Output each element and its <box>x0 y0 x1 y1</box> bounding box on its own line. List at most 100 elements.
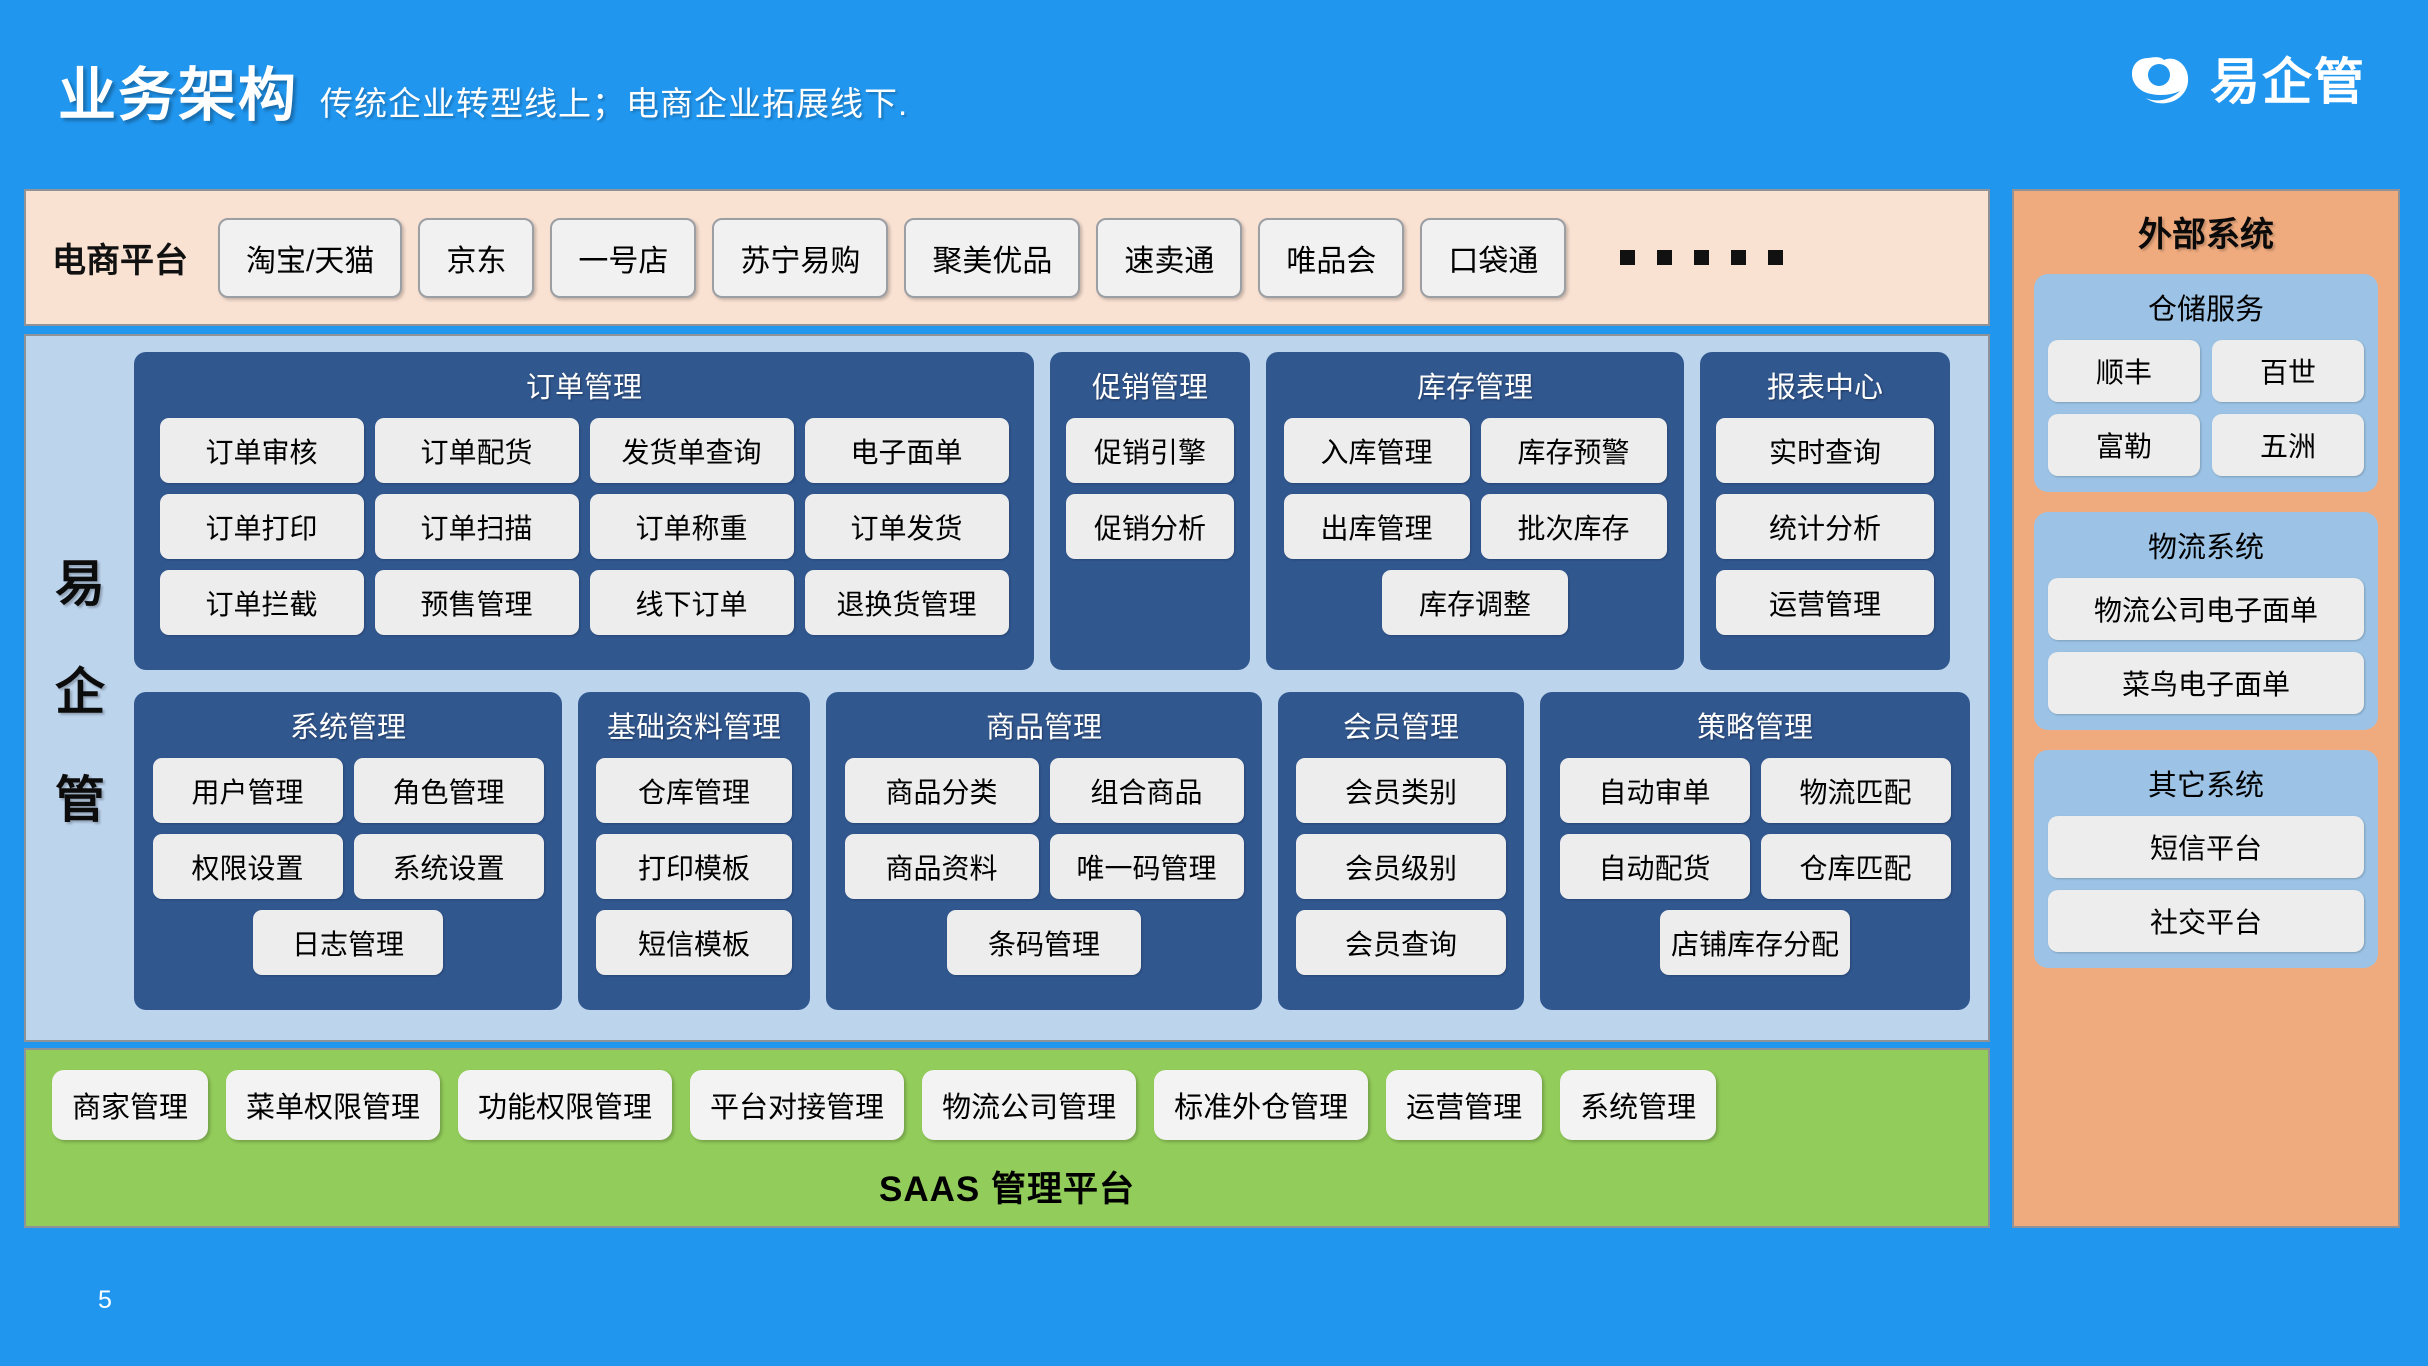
module-tile[interactable]: 商品资料 <box>844 834 1039 899</box>
module-tile[interactable]: 统计分析 <box>1716 494 1934 559</box>
board-grid: 订单管理 订单审核 订单配货 发货单查询 电子面单 订单打印 订单扫描 订单称重… <box>134 352 1974 1024</box>
module-tile[interactable]: 仓库管理 <box>596 758 792 823</box>
external-card-title: 其它系统 <box>2147 770 2264 802</box>
module-tile[interactable]: 出库管理 <box>1283 494 1470 559</box>
module-tile[interactable]: 订单打印 <box>159 494 364 559</box>
module-tile[interactable]: 订单审核 <box>159 418 364 483</box>
module-tile[interactable]: 实时查询 <box>1716 418 1934 483</box>
module-tile[interactable]: 自动审单 <box>1559 758 1750 823</box>
module-tile[interactable]: 日志管理 <box>253 910 443 975</box>
group-tiles: 会员类别 会员级别 会员查询 <box>1294 758 1508 975</box>
external-tile[interactable]: 富勒 <box>2048 414 2200 476</box>
module-tile[interactable]: 打印模板 <box>596 834 792 899</box>
module-tile[interactable]: 商品分类 <box>844 758 1039 823</box>
module-tile[interactable]: 订单拦截 <box>159 570 364 635</box>
module-tile[interactable]: 仓库匹配 <box>1760 834 1951 899</box>
module-tile[interactable]: 运营管理 <box>1716 570 1934 635</box>
module-tile[interactable]: 会员查询 <box>1296 910 1506 975</box>
group-tiles: 订单审核 订单配货 发货单查询 电子面单 订单打印 订单扫描 订单称重 订单发货… <box>150 418 1018 635</box>
platform-chip[interactable]: 聚美优品 <box>904 217 1081 298</box>
platform-chip[interactable]: 苏宁易购 <box>712 217 889 298</box>
ecommerce-label: 电商平台 <box>52 242 188 280</box>
platform-chip[interactable]: 一号店 <box>550 217 697 298</box>
saas-module-tile[interactable]: 物流公司管理 <box>922 1070 1137 1140</box>
module-tile[interactable]: 条码管理 <box>947 910 1141 975</box>
module-tile[interactable]: 促销引擎 <box>1066 418 1234 483</box>
saas-module-tile[interactable]: 平台对接管理 <box>690 1070 905 1140</box>
module-tile[interactable]: 线下订单 <box>589 570 794 635</box>
group-title: 订单管理 <box>525 372 642 404</box>
module-tile[interactable]: 订单发货 <box>804 494 1009 559</box>
module-tile[interactable]: 短信模板 <box>596 910 792 975</box>
external-tile[interactable]: 物流公司电子面单 <box>2048 578 2364 640</box>
page-title: 业务架构 <box>58 63 299 128</box>
module-tile[interactable]: 权限设置 <box>152 834 343 899</box>
group-title: 系统管理 <box>289 712 406 744</box>
ellipsis-icon <box>1620 250 1784 265</box>
external-tile[interactable]: 五洲 <box>2212 414 2364 476</box>
module-tile[interactable]: 会员类别 <box>1296 758 1506 823</box>
group-title: 会员管理 <box>1342 712 1459 744</box>
external-card-title: 物流系统 <box>2147 532 2264 564</box>
slide-header: 业务架构 传统企业转型线上；电商企业拓展线下. 易企管 <box>0 0 2428 186</box>
external-tile[interactable]: 社交平台 <box>2048 890 2364 952</box>
module-tile[interactable]: 入库管理 <box>1283 418 1470 483</box>
platform-chip[interactable]: 京东 <box>418 217 535 298</box>
module-tile[interactable]: 组合商品 <box>1049 758 1244 823</box>
group-title: 报表中心 <box>1766 372 1883 404</box>
side-label-char: 管 <box>55 772 105 828</box>
module-tile[interactable]: 会员级别 <box>1296 834 1506 899</box>
ecommerce-platform-strip: 电商平台 淘宝/天猫 京东 一号店 苏宁易购 聚美优品 速卖通 唯品会 口袋通 <box>24 189 1990 326</box>
saas-module-tile[interactable]: 商家管理 <box>52 1070 209 1140</box>
brand-logo: 易企管 <box>2128 42 2366 114</box>
cloud-logo-icon <box>2132 57 2189 104</box>
saas-module-tile[interactable]: 菜单权限管理 <box>226 1070 441 1140</box>
external-card-tiles: 顺丰 百世 富勒 五洲 <box>2048 340 2364 476</box>
saas-module-tile[interactable]: 系统管理 <box>1560 1070 1717 1140</box>
side-label-char: 企 <box>55 664 105 720</box>
saas-platform-bar: 商家管理 菜单权限管理 功能权限管理 平台对接管理 物流公司管理 标准外仓管理 … <box>24 1048 1990 1228</box>
module-tile[interactable]: 预售管理 <box>374 570 579 635</box>
module-tile[interactable]: 库存调整 <box>1382 570 1568 635</box>
module-tile[interactable]: 用户管理 <box>152 758 343 823</box>
module-tile[interactable]: 订单扫描 <box>374 494 579 559</box>
module-tile[interactable]: 系统设置 <box>353 834 544 899</box>
group-product-management: 商品管理 商品分类 组合商品 商品资料 唯一码管理 条码管理 <box>826 692 1262 1010</box>
module-tile[interactable]: 物流匹配 <box>1760 758 1951 823</box>
module-tile[interactable]: 电子面单 <box>804 418 1009 483</box>
module-tile[interactable]: 发货单查询 <box>589 418 794 483</box>
external-tile[interactable]: 顺丰 <box>2048 340 2200 402</box>
saas-module-tile[interactable]: 功能权限管理 <box>458 1070 673 1140</box>
platform-chip[interactable]: 唯品会 <box>1258 217 1405 298</box>
side-label-char: 易 <box>55 556 105 612</box>
module-tile[interactable]: 库存预警 <box>1480 418 1667 483</box>
saas-module-tile[interactable]: 运营管理 <box>1386 1070 1543 1140</box>
module-tile[interactable]: 店铺库存分配 <box>1660 910 1850 975</box>
saas-module-tile[interactable]: 标准外仓管理 <box>1154 1070 1369 1140</box>
page-subtitle: 传统企业转型线上；电商企业拓展线下. <box>320 85 909 122</box>
platform-chip[interactable]: 淘宝/天猫 <box>218 217 403 298</box>
external-card-warehouse-service: 仓储服务 顺丰 百世 富勒 五洲 <box>2034 274 2378 492</box>
module-tile[interactable]: 促销分析 <box>1066 494 1234 559</box>
module-tile[interactable]: 订单配货 <box>374 418 579 483</box>
external-tile[interactable]: 短信平台 <box>2048 816 2364 878</box>
group-member-management: 会员管理 会员类别 会员级别 会员查询 <box>1278 692 1524 1010</box>
group-tiles: 仓库管理 打印模板 短信模板 <box>594 758 794 975</box>
module-tile[interactable]: 批次库存 <box>1480 494 1667 559</box>
external-tile[interactable]: 百世 <box>2212 340 2364 402</box>
module-tile[interactable]: 自动配货 <box>1559 834 1750 899</box>
external-card-logistics-system: 物流系统 物流公司电子面单 菜鸟电子面单 <box>2034 512 2378 730</box>
page-number: 5 <box>98 1286 112 1314</box>
group-basic-data-management: 基础资料管理 仓库管理 打印模板 短信模板 <box>578 692 810 1010</box>
group-title: 促销管理 <box>1091 372 1208 404</box>
module-tile[interactable]: 角色管理 <box>353 758 544 823</box>
platform-chip[interactable]: 口袋通 <box>1420 217 1567 298</box>
module-tile[interactable]: 唯一码管理 <box>1049 834 1244 899</box>
module-tile[interactable]: 订单称重 <box>589 494 794 559</box>
group-promotion-management: 促销管理 促销引擎 促销分析 <box>1050 352 1250 670</box>
module-tile[interactable]: 退换货管理 <box>804 570 1009 635</box>
group-title: 基础资料管理 <box>606 712 781 744</box>
platform-chip[interactable]: 速卖通 <box>1096 217 1243 298</box>
external-tile[interactable]: 菜鸟电子面单 <box>2048 652 2364 714</box>
